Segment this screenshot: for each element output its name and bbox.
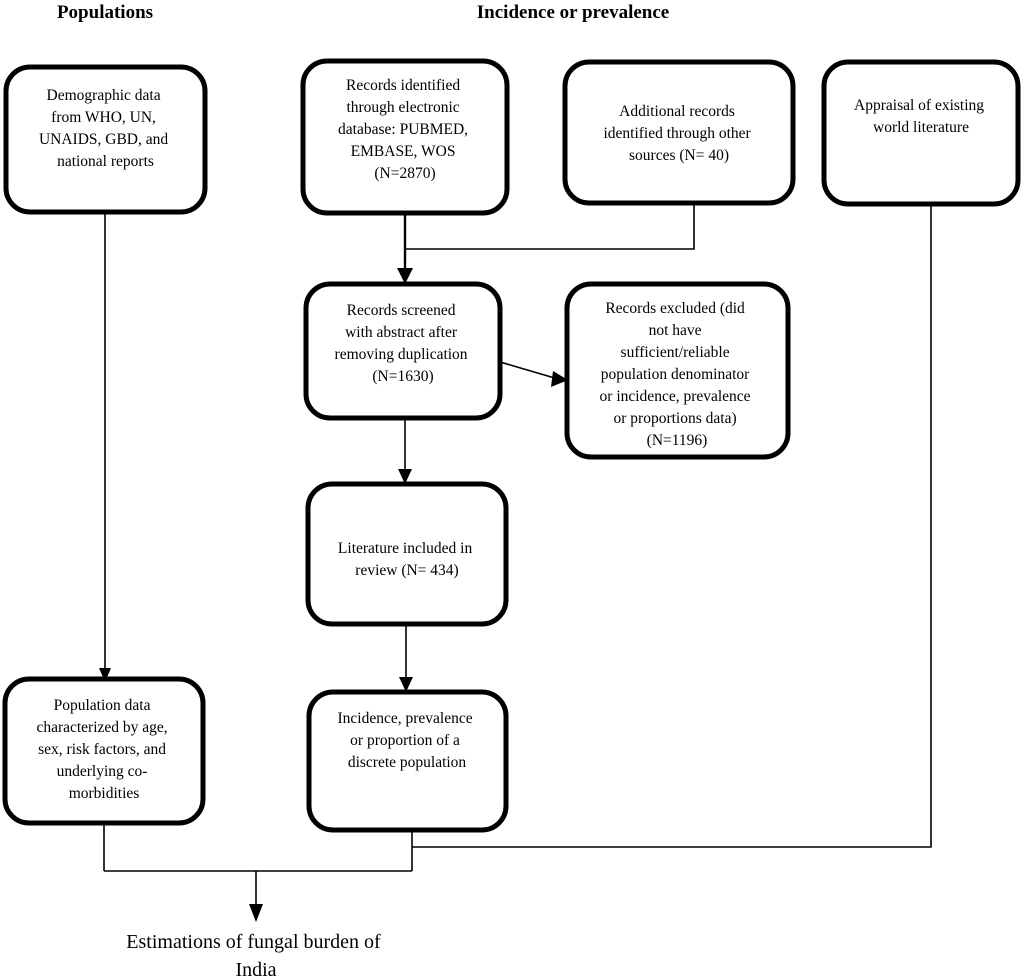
connector-group (99, 203, 932, 922)
node-incidence-proportion[interactable]: Incidence, prevalence or proportion of a… (306, 689, 509, 833)
column-header-incidence-or-prevalence: Incidence or prevalence (477, 2, 669, 23)
node-appraisal-world-literature[interactable]: Appraisal of existing world literature (821, 59, 1021, 207)
node-records-excluded[interactable]: Records excluded (did not have sufficien… (564, 281, 791, 460)
arrowhead-literature-to-incidence (399, 677, 413, 692)
arrowhead-screened-to-excluded (551, 371, 568, 387)
node-population-data-text: Population data characterized by age, se… (36, 697, 171, 802)
node-demographic-data-text: Demographic data from WHO, UN, UNAIDS, G… (39, 87, 172, 170)
node-records-excluded-text: Records excluded (did not have sufficien… (600, 300, 755, 449)
arrowhead-identified-to-screened (397, 268, 413, 284)
connector-additional-records-merge (405, 203, 695, 250)
node-population-data[interactable]: Population data characterized by age, se… (2, 676, 206, 826)
arrowhead-screened-to-literature (398, 469, 412, 484)
node-appraisal-world-literature-shape[interactable] (821, 59, 1021, 207)
node-records-identified-shape[interactable] (300, 58, 510, 216)
node-population-data-shape[interactable] (2, 676, 206, 826)
node-records-screened-shape[interactable] (303, 281, 503, 421)
node-records-identified-text: Records identified through electronic da… (338, 77, 472, 182)
node-demographic-data-shape[interactable] (3, 64, 208, 215)
final-outcome-label: Estimations of fungal burden of India (126, 931, 385, 980)
node-additional-records[interactable]: Additional records identified through ot… (562, 59, 796, 206)
node-literature-included[interactable]: Literature included in review (N= 434) (305, 481, 509, 627)
node-literature-included-shape[interactable] (305, 481, 509, 627)
node-records-screened-text: Records screened with abstract after rem… (335, 302, 472, 385)
node-demographic-data[interactable]: Demographic data from WHO, UN, UNAIDS, G… (3, 64, 208, 215)
node-literature-included-text: Literature included in review (N= 434) (338, 540, 476, 579)
node-additional-records-text: Additional records identified through ot… (603, 103, 754, 164)
connector-screened-to-excluded (499, 361, 559, 380)
node-incidence-proportion-shape[interactable] (306, 689, 509, 833)
node-additional-records-shape[interactable] (562, 59, 796, 206)
node-records-screened[interactable]: Records screened with abstract after rem… (303, 281, 503, 421)
node-appraisal-world-literature-text: Appraisal of existing world literature (854, 97, 988, 136)
arrowhead-demographic-to-population (99, 668, 111, 682)
arrowhead-rail-to-outcome (249, 904, 263, 922)
column-header-populations: Populations (57, 2, 153, 23)
node-incidence-proportion-text: Incidence, prevalence or proportion of a… (338, 710, 477, 771)
connector-appraisal-to-bottom-rail (412, 204, 932, 848)
node-records-identified[interactable]: Records identified through electronic da… (300, 58, 510, 216)
node-records-excluded-shape[interactable] (564, 281, 791, 460)
